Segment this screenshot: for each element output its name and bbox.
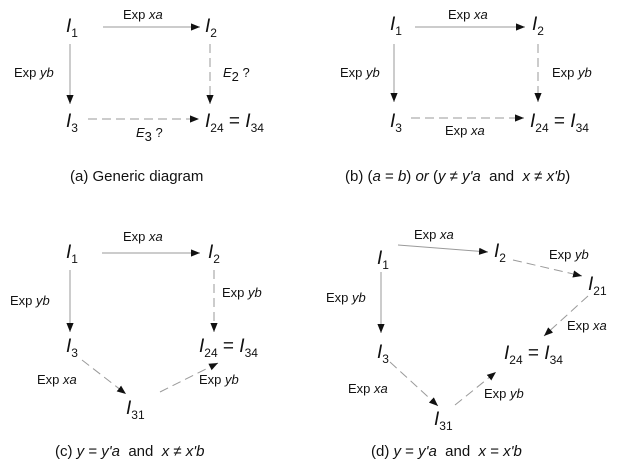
- edge-label: Exp yb: [326, 290, 366, 305]
- diagram-node: I2: [208, 242, 220, 266]
- diagram-node: I1: [66, 16, 78, 40]
- diagram-node: I3: [390, 111, 402, 135]
- edge-label: Exp yb: [14, 65, 54, 80]
- edge-label: Exp yb: [10, 293, 50, 308]
- edge-line: [81, 359, 127, 395]
- edge-label: Exp xa: [348, 381, 388, 396]
- diagram-node: I2: [205, 16, 217, 40]
- panel-caption: (b) (a = b) or (y ≠ y'a and x ≠ x'b): [345, 168, 570, 185]
- diagram-node: I1: [66, 242, 78, 266]
- edge-label: Exp xa: [567, 318, 607, 333]
- edge-label: Exp yb: [552, 65, 592, 80]
- diagram-node: I3: [377, 342, 389, 366]
- panel-caption: (d) y = y'a and x = x'b: [371, 443, 522, 460]
- edge-label: Exp xa: [37, 372, 77, 387]
- edge-line: [397, 244, 489, 255]
- edge-label: Exp yb: [549, 247, 589, 262]
- edge-line: [543, 295, 589, 337]
- edge-label: Exp yb: [340, 65, 380, 80]
- edge-line: [454, 371, 497, 406]
- edge-label: Exp xa: [123, 229, 163, 244]
- panel-a: I1 I2 I3 I24 = I34 Exp xa Exp yb E2 ? E3…: [14, 7, 264, 185]
- diagram-node: I3: [66, 336, 78, 360]
- diagram-node: I31: [126, 398, 145, 422]
- panel-d: I1 I2 I21 I3 I24 = I34 I31 Exp xa Exp yb…: [326, 227, 607, 460]
- diagram-node: I1: [377, 248, 389, 272]
- edge-label: Exp yb: [484, 386, 524, 401]
- diagram-node: I24 = I34: [504, 343, 563, 367]
- diagram-node: I24 = I34: [205, 111, 264, 135]
- panel-c: I1 I2 I3 I24 = I34 I31 Exp xa Exp yb Exp…: [10, 229, 262, 460]
- edge-label: Exp yb: [199, 372, 239, 387]
- edge-label: E2 ?: [223, 65, 250, 84]
- edge-label: Exp yb: [222, 285, 262, 300]
- diagram-node: I2: [494, 241, 506, 265]
- edge-label: Exp xa: [123, 7, 163, 22]
- panel-caption: (c) y = y'a and x ≠ x'b: [55, 443, 205, 460]
- diagram-node: I2: [532, 14, 544, 38]
- panel-caption: (a) Generic diagram: [70, 168, 203, 185]
- edge-label: Exp xa: [445, 123, 485, 138]
- edge-label: Exp xa: [414, 227, 454, 242]
- edge-line: [389, 361, 439, 407]
- edge-line: [159, 362, 219, 393]
- edge-label: Exp xa: [448, 7, 488, 22]
- diagram-node: I21: [588, 274, 607, 298]
- diagram-node: I31: [434, 409, 453, 433]
- diagram-node: I1: [390, 14, 402, 38]
- diagram-node: I24 = I34: [199, 336, 258, 360]
- edge-line: [512, 259, 583, 278]
- edge-label: E3 ?: [136, 125, 163, 144]
- diagram-node: I24 = I34: [530, 111, 589, 135]
- diagram-node: I3: [66, 111, 78, 135]
- panel-b: I1 I2 I3 I24 = I34 Exp xa Exp yb Exp yb …: [340, 7, 592, 185]
